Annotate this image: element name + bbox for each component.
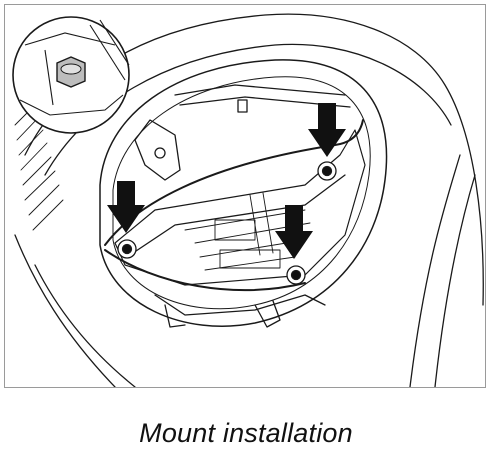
engine-bay-opening [99, 59, 388, 327]
figure-caption: Mount installation [139, 418, 353, 448]
lower-tab [254, 300, 281, 328]
hex-nut-detail-inset [12, 16, 130, 134]
mount-nut-left [117, 239, 137, 259]
bracket-hole [154, 147, 166, 159]
upper-rail [174, 84, 346, 96]
arrow-right-upper [308, 103, 346, 157]
small-clip [237, 99, 248, 113]
fender-right-curve-2 [434, 174, 476, 387]
lower-cable [104, 249, 306, 292]
hatch-lines [14, 104, 64, 231]
diagram-frame [4, 4, 486, 388]
lower-left-curve [14, 234, 116, 387]
arrow-right-lower [275, 205, 313, 259]
arrow-left [107, 181, 145, 233]
upper-rail-2 [179, 96, 351, 108]
mount-plate-edge [129, 174, 346, 256]
mount-installation-drawing [12, 13, 484, 387]
mount-nut-right-upper [317, 161, 337, 181]
lower-tab-2 [164, 304, 186, 328]
left-bracket [134, 119, 181, 181]
lower-sill [154, 294, 326, 316]
lower-left-curve-2 [34, 264, 136, 387]
indicator-arrows [107, 103, 346, 259]
engine-bay-inner-rim [112, 76, 371, 310]
mount-nuts [117, 161, 337, 285]
fender-right-curve [409, 154, 461, 387]
mount-nut-right-lower [286, 265, 306, 285]
plate-ribs [184, 192, 311, 271]
